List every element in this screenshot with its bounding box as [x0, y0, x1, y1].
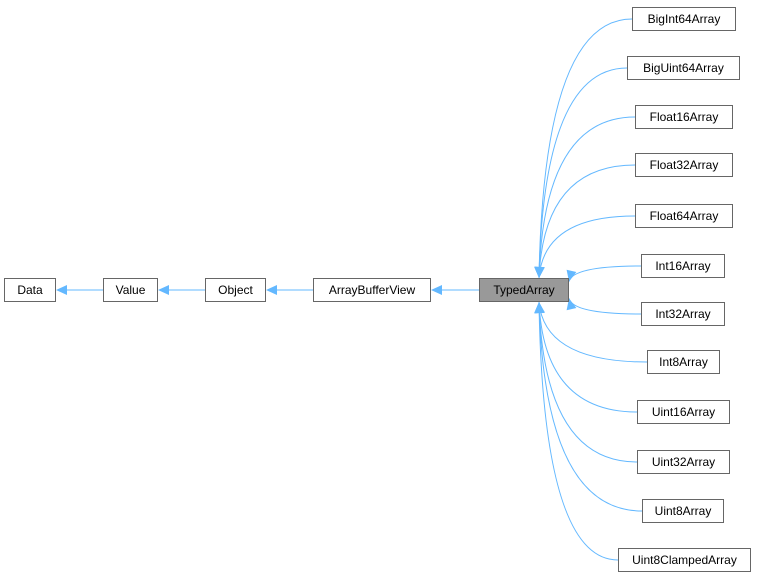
edge-typed-array-to-array-buffer-view-arrowhead	[431, 285, 442, 295]
node-big-uint64-array[interactable]: BigUint64Array	[627, 56, 740, 80]
edge-float32-array-to-typed-array	[538, 164, 636, 279]
edge-int16-array-to-typed-array	[568, 265, 642, 282]
edge-uint32-array-to-typed-array	[538, 301, 638, 463]
node-float64-array[interactable]: Float64Array	[635, 204, 733, 228]
edge-int32-array-to-typed-array	[568, 298, 642, 315]
edge-float64-array-to-typed-array-arrowhead	[534, 266, 545, 278]
node-int16-array[interactable]: Int16Array	[641, 254, 725, 278]
node-object[interactable]: Object	[205, 278, 266, 302]
edge-big-int64-array-to-typed-array	[538, 18, 633, 279]
edge-float16-array-to-typed-array	[538, 116, 636, 279]
edge-array-buffer-view-to-object-arrowhead	[266, 285, 277, 295]
node-uint8-clamped-array[interactable]: Uint8ClampedArray	[618, 548, 751, 572]
node-uint8-array[interactable]: Uint8Array	[642, 499, 724, 523]
node-uint16-array[interactable]: Uint16Array	[637, 400, 730, 424]
edge-value-to-data-arrowhead	[56, 285, 67, 295]
edge-object-to-value-arrowhead	[158, 285, 169, 295]
edge-uint8-array-to-typed-array	[538, 301, 643, 512]
node-value[interactable]: Value	[103, 278, 158, 302]
node-array-buffer-view[interactable]: ArrayBufferView	[313, 278, 431, 302]
node-typed-array: TypedArray	[479, 278, 569, 302]
node-int32-array[interactable]: Int32Array	[641, 302, 725, 326]
node-float16-array[interactable]: Float16Array	[635, 105, 733, 129]
edge-int16-array-to-typed-array-arrowhead	[566, 269, 577, 282]
edge-uint8-clamped-array-to-typed-array	[538, 301, 619, 561]
edge-big-uint64-array-to-typed-array	[538, 67, 628, 279]
edge-uint16-array-to-typed-array	[538, 301, 638, 413]
node-uint32-array[interactable]: Uint32Array	[637, 450, 730, 474]
node-int8-array[interactable]: Int8Array	[647, 350, 720, 374]
edge-uint8-clamped-array-to-typed-array-arrowhead	[534, 302, 545, 314]
edge-int8-array-to-typed-array	[538, 301, 648, 363]
edge-float64-array-to-typed-array	[538, 215, 636, 279]
edge-int32-array-to-typed-array-arrowhead	[566, 298, 577, 311]
node-big-int64-array[interactable]: BigInt64Array	[632, 7, 736, 31]
node-float32-array[interactable]: Float32Array	[635, 153, 733, 177]
node-data[interactable]: Data	[4, 278, 56, 302]
